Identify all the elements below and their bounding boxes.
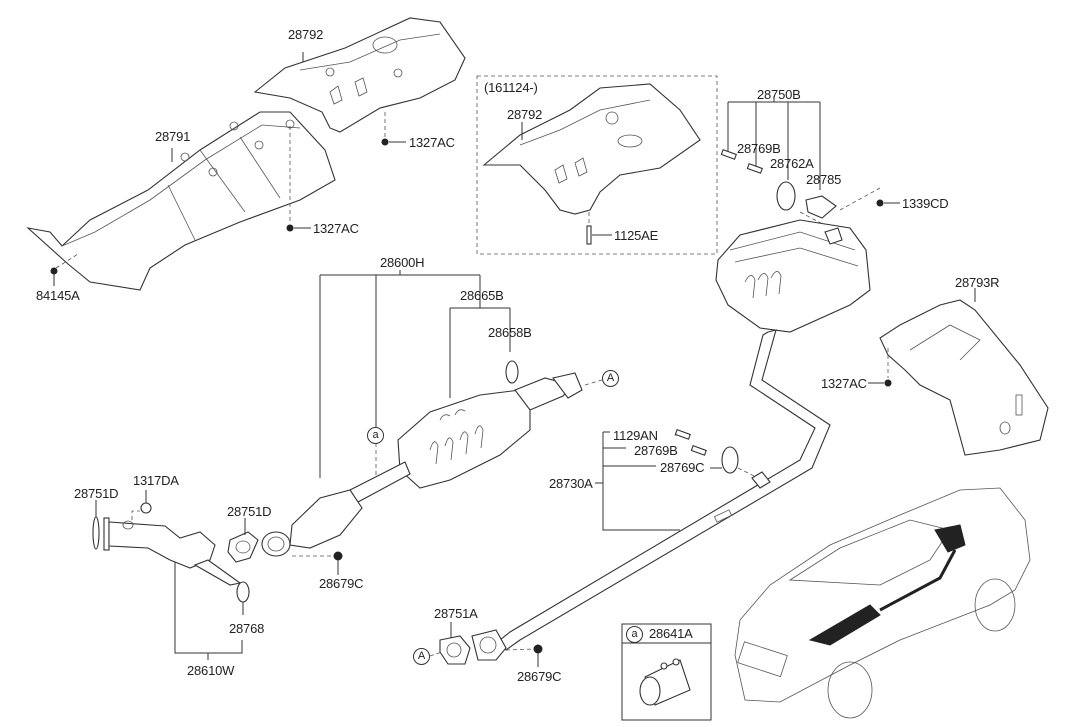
bolt-icon [720,149,737,160]
nut-1327ac-icon [381,138,389,146]
label-28665b: 28665B [460,288,504,303]
heat-shield-variant [482,83,701,215]
label-28751d-front: 28751D [74,486,119,501]
heat-shield-upper [253,17,466,133]
label-28610w: 28610W [187,663,235,678]
label-1317da: 1317DA [133,473,179,488]
clamp-28641a-icon [639,658,691,706]
nut-1327ac-icon [286,224,294,232]
leader-28600h [319,270,481,478]
gasket-28751a [439,635,471,665]
hanger-28769c-icon [721,446,739,474]
variant-date-note: (161124-) [484,80,538,95]
label-28751a: 28751A [434,606,478,621]
pin-28769b-icon [690,445,707,456]
label-28769b-kit: 28769B [737,141,781,156]
label-28785: 28785 [806,172,842,187]
label-28762a: 28762A [770,156,814,171]
gasket-28751d-mid [227,531,259,563]
catalytic-converter [397,372,583,489]
hanger-28658b-icon [505,360,519,384]
label-28751d-mid: 28751D [227,504,272,519]
label-28769b-rear: 28769B [634,443,678,458]
bolt-1125ae-icon [586,225,592,245]
nut-1317da-icon [140,502,152,514]
label-28793r: 28793R [955,275,1000,290]
label-1327ac-rear: 1327AC [821,376,867,391]
label-1125ae: 1125AE [614,228,659,243]
nut-28679c-icon [333,551,343,561]
front-pipe [103,517,242,586]
label-28679c-cat: 28679C [319,576,364,591]
label-28730a: 28730A [549,476,593,491]
leader-28750b [727,96,821,190]
bolt-1129an-icon [674,429,691,440]
label-1339cd: 1339CD [902,196,949,211]
rubber-hanger-icon [776,181,796,211]
label-1327ac-upper: 1327AC [409,135,455,150]
vehicle-location-illustration [734,487,1031,719]
label-28768: 28768 [229,621,265,636]
callout-a: a [367,427,384,444]
label-28600h: 28600H [380,255,425,270]
gasket-28751d-front [92,516,100,550]
leader-28610w [174,562,243,660]
leader-28665b [449,307,511,398]
leader-28730a [595,431,680,531]
nut-1327ac-icon [884,379,892,387]
hanger-28768-icon [236,581,250,603]
label-84145a: 84145A [36,288,80,303]
bracket-28785-icon [805,195,837,219]
callout-A-bottom: A [413,648,430,665]
label-28658b: 28658B [488,325,532,340]
label-28641a: 28641A [649,626,693,641]
variant-box [476,75,718,255]
callout-A-top: A [602,370,619,387]
nut-28679c-icon [533,644,543,654]
label-1129an: 1129AN [613,428,658,443]
center-pipe [261,461,411,557]
heat-shield-rear [879,299,1049,456]
pin-28769b-icon [746,163,763,174]
label-28791: 28791 [155,129,191,144]
label-28792-upper: 28792 [288,27,324,42]
callout-a-inset: a [626,626,643,643]
label-28679c-rear: 28679C [517,669,562,684]
label-1327ac-main: 1327AC [313,221,359,236]
nut-1339cd-icon [876,199,884,207]
label-28792-variant: 28792 [507,107,543,122]
nut-84145a-icon [50,267,58,275]
rear-muffler [715,219,871,333]
clamp-inset-box [621,623,712,721]
label-28769c: 28769C [660,460,705,475]
label-28750b: 28750B [757,87,801,102]
